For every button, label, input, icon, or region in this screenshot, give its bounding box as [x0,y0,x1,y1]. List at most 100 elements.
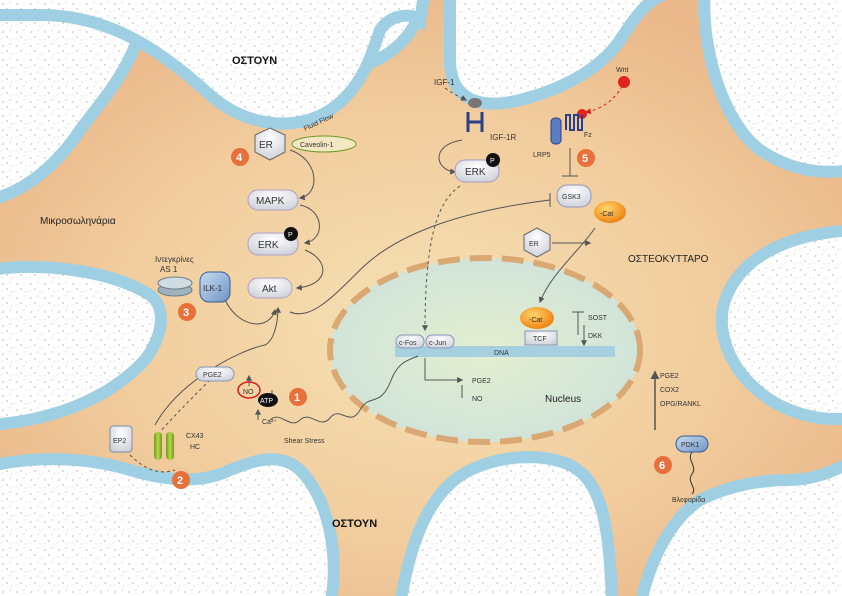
step-badge-6 [654,456,672,474]
erk-left-label: ERK [258,240,279,251]
cx43-right [166,432,174,460]
bone-top-label: ΟΣΤΟΥΝ [232,55,277,67]
cox2-label: COX2 [660,387,679,394]
pge2-membrane-node [195,366,235,382]
caveolin [291,135,357,153]
atp-circle [258,393,278,407]
cjun-label: c-Jun [429,340,446,347]
cfos-node [395,334,425,349]
integrin-disc [157,276,193,297]
erk-top-label: ERK [465,167,486,178]
step-3-label: 3 [183,307,189,319]
step-2-label: 2 [177,475,183,487]
arrow-dna-pge2 [424,358,464,383]
bone-bottom-label: ΟΣΤΟΥΝ [332,518,377,530]
step-6-label: 6 [659,460,665,472]
pge2-mem-path [159,379,211,433]
ilk-label: ILK-1 [203,284,223,293]
arrow-cx43-akt [154,306,281,426]
shear-stress-wave [269,355,419,424]
bone-left-mid [0,261,167,431]
lrp5-label: LRP5 [533,152,551,159]
akt-node [247,277,293,299]
dna-label: DNA [494,350,509,357]
bone-right-mid [715,224,842,426]
bone-bottom-right [636,460,842,596]
step-5-label: 5 [582,153,588,165]
sost-label: SOST [588,315,608,322]
gsk3-label: GSK3 [562,194,581,201]
fz-label: Fz [584,132,592,139]
cfos-label: c-Fos [399,340,417,347]
cilium-squiggle [689,451,695,495]
ep2-label: EP2 [113,438,126,445]
fz-receptor [550,114,583,145]
tcf-label: TCF [533,336,547,343]
wnt-label: Wnt [616,67,629,74]
step-4-label: 4 [236,152,243,164]
erk-top-node [454,159,500,183]
akt-label: Akt [262,284,277,295]
arrow-erk-akt [295,249,324,291]
phospho-erk-top [486,153,500,167]
bcat-cyto-label: -Cat [600,211,613,218]
bcat-cyto-node [594,201,626,223]
akt-to-gsk3 [289,199,551,315]
wnt-arrow [584,85,623,115]
opg-label: OPG/RANKL [660,401,701,408]
phospho-erk-top-label: P [490,158,495,165]
shear-stress-label: Shear Stress [284,438,325,445]
ilk-node [199,271,231,303]
caveolin-label: Caveolin-1 [300,142,334,149]
no-label: NO [243,389,254,396]
gsk3-node [556,184,592,208]
er-hexagon-left [254,127,286,161]
er-left-label: ER [259,140,273,151]
pge2-membrane-label: PGE2 [203,372,222,379]
step-badge-1 [289,388,307,406]
nuc-no-label: NO [472,396,483,403]
hc-label: HC [190,444,200,451]
bcat-nuc-node [520,307,554,329]
arrow-igf-erk [438,139,463,175]
er-hexagon-right [523,227,551,258]
igf1r-label: IGF-1R [490,133,516,142]
integrins-label-1: Ιντεγκρίνες [155,255,194,264]
erk-left-node [247,232,299,256]
pge2-right-label: PGE2 [660,373,679,380]
ca-label: Ca²⁺ [262,419,277,426]
step-badge-2 [172,471,190,489]
cjun-node [425,334,455,349]
mapk-node [247,189,299,211]
arrow-erk-nuc [422,185,461,332]
phospho-erk-left [284,227,298,241]
pdk1-label: PDK1 [681,442,699,449]
tcf-node [524,330,558,346]
no-circle [237,381,261,399]
wnt-ligand [618,76,630,88]
phospho-erk-left-label: P [288,232,293,239]
bone-top-right [698,0,842,178]
arrow-mapk-erk [299,204,320,246]
step-badges: 1 2 3 4 5 6 [172,148,672,489]
step-badge-3 [178,303,196,321]
step-badge-5 [577,149,595,167]
arrow-er-mapk [289,149,315,201]
canaliculi-label: Μικροσωληνάρια [40,215,116,227]
step-1-label: 1 [294,392,300,404]
dkk-label: DKK [588,333,603,340]
atp-label: ATP [260,398,273,405]
integrins-label-2: AS 1 [160,265,178,274]
osteocyte-label: ΟΣΤΕΟΚΥΤΤΑΡΟ [628,254,709,265]
bcat-nuc-label: -Cat [529,317,542,324]
dna-strand [395,346,615,357]
igf1r-receptor [466,98,484,132]
ep2-receptor [109,425,133,453]
pathway-arrows [129,139,660,473]
mapk-label: MAPK [256,196,285,207]
step-badge-4 [231,148,249,166]
nuc-pge2-label: PGE2 [472,378,491,385]
bone-bottom-center [395,451,618,596]
